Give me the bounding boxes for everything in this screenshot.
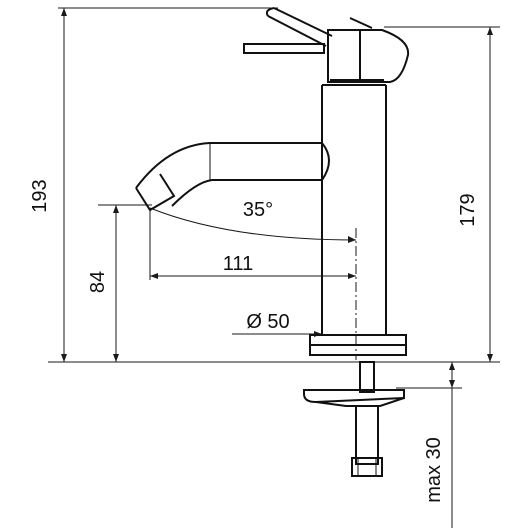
body-height-label: 179 xyxy=(457,193,479,226)
swivel-angle-label: 35° xyxy=(243,199,273,221)
spout-reach-label: 111 xyxy=(223,253,253,275)
swivel-angle-arc xyxy=(149,207,357,241)
deck-thickness-label: max 30 xyxy=(423,437,445,503)
overall-height-label: 193 xyxy=(29,179,51,212)
lever-handle xyxy=(243,7,410,83)
spout xyxy=(135,142,330,212)
base-diameter-label: Ø 50 xyxy=(246,311,289,333)
mounting-hardware xyxy=(303,361,405,477)
spout-height-label: 84 xyxy=(87,271,109,293)
faucet-body xyxy=(309,79,407,356)
dimension-lines xyxy=(48,7,500,528)
